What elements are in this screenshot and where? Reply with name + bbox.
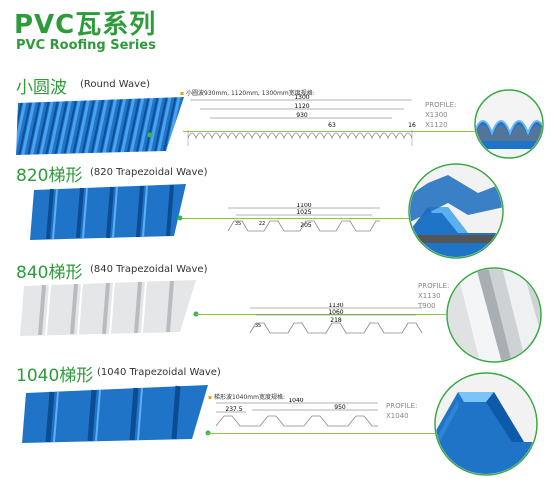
leader-line bbox=[196, 314, 452, 315]
trapezoid-820-sheet-image bbox=[30, 184, 186, 240]
section-title-1040: 1040梯形 bbox=[16, 366, 94, 386]
dim-1120: 1120 bbox=[294, 103, 309, 110]
section-subtitle-820: (820 Trapezoidal Wave) bbox=[90, 167, 208, 178]
page-subtitle: PVC Roofing Series bbox=[16, 38, 156, 53]
round-wave-closeup bbox=[474, 89, 544, 159]
dim-1100: 1100 bbox=[296, 203, 311, 209]
dim-1025: 1025 bbox=[296, 209, 311, 216]
section-title-round-wave: 小圆波 bbox=[16, 78, 67, 98]
spec-note-1040: ▪ 梯形波1040mm宽度规格: bbox=[208, 394, 285, 401]
dim-16: 16 bbox=[408, 122, 416, 129]
trapezoid-820-closeup bbox=[408, 163, 504, 259]
dim-950: 950 bbox=[334, 404, 346, 411]
dim-218: 218 bbox=[330, 317, 342, 324]
dim-1040: 1040 bbox=[288, 398, 303, 404]
trapezoid-840-closeup bbox=[446, 267, 542, 363]
section-title-820: 820梯形 bbox=[16, 166, 83, 186]
dim-1060: 1060 bbox=[328, 309, 343, 316]
trapezoid-1040-sheet-image bbox=[22, 385, 211, 443]
leader-line bbox=[182, 218, 414, 219]
dim-1130: 1130 bbox=[328, 303, 343, 309]
section-subtitle-1040: (1040 Trapezoidal Wave) bbox=[97, 367, 221, 378]
leader-line bbox=[207, 433, 457, 434]
section-subtitle-round-wave: (Round Wave) bbox=[80, 79, 151, 90]
round-wave-profile-diagram: 1300 1120 930 63 16 bbox=[187, 94, 416, 146]
round-wave-sheet-image bbox=[16, 97, 184, 155]
profile-list-1040: PROFILE: X1040 bbox=[386, 402, 418, 420]
spec-note-round-wave: ▪ 小圆波930mm, 1120mm, 1300mm宽度规格: bbox=[180, 90, 315, 97]
dim-63: 63 bbox=[328, 122, 336, 129]
dim-35: 35 bbox=[235, 221, 241, 227]
dim-1300: 1300 bbox=[294, 94, 309, 101]
section-subtitle-840: (840 Trapezoidal Wave) bbox=[90, 264, 208, 275]
trapezoid-1040-closeup bbox=[434, 372, 538, 476]
dim-205: 205 bbox=[300, 222, 312, 229]
dim-930: 930 bbox=[296, 112, 308, 119]
profile-list-round-wave: PROFILE: X1300 X1120 bbox=[425, 101, 457, 129]
trapezoid-840-profile-diagram: 1130 1060 218 35 bbox=[249, 303, 423, 334]
dim-35: 35 bbox=[255, 323, 261, 329]
leader-line bbox=[183, 131, 481, 132]
trapezoid-1040-profile-diagram: 1040 237.5 950 bbox=[215, 398, 378, 427]
dim-237-5: 237.5 bbox=[225, 406, 242, 413]
trapezoid-840-sheet-image bbox=[20, 280, 199, 336]
trapezoid-820-profile-diagram: 1100 1025 205 35 22 bbox=[227, 203, 380, 232]
profile-list-840: PROFILE: X1130 T900 bbox=[418, 282, 450, 310]
section-title-840: 840梯形 bbox=[16, 263, 83, 283]
page-title: PVC瓦系列 bbox=[14, 10, 157, 40]
dim-22: 22 bbox=[259, 221, 265, 227]
